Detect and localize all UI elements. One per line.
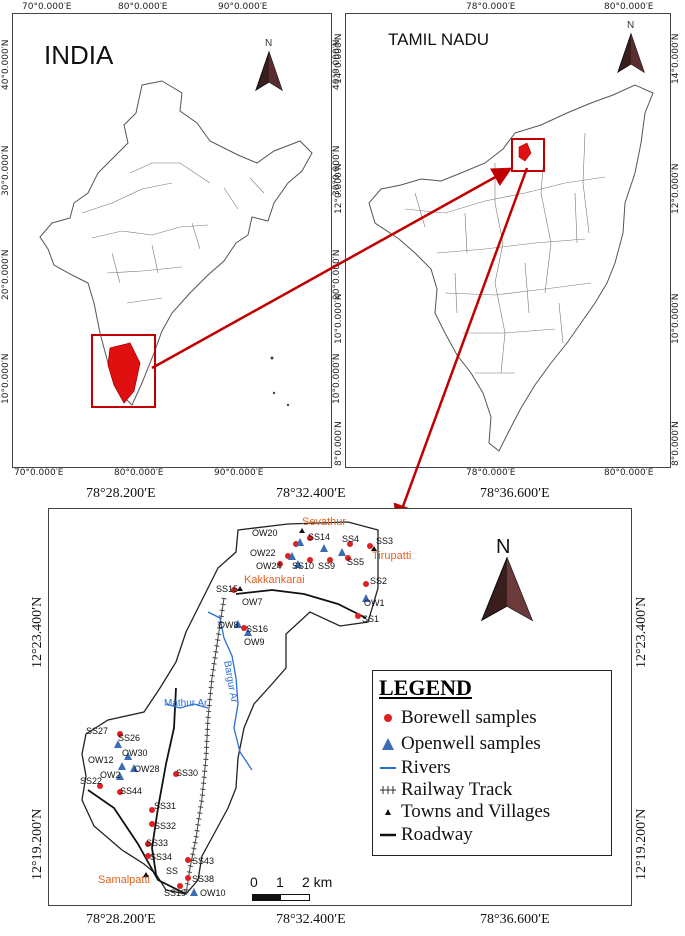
tn-title: TAMIL NADU (388, 30, 490, 49)
study-left-tick-1: 12°23.400′N (30, 596, 45, 668)
sample-label: OW24 (256, 561, 282, 571)
india-bottom-tick-3: 90°0.000′E (214, 468, 264, 478)
sample-label: SS3 (376, 536, 394, 546)
tn-outline (368, 84, 654, 452)
sample-label: OW12 (88, 755, 114, 765)
study-right-tick-2: 12°19.200′N (634, 808, 649, 880)
study-north-label: N (496, 536, 511, 558)
study-bottom-tick-2: 78°32.400′E (276, 912, 346, 927)
sample-label: SS33 (146, 838, 169, 848)
borewell-icon (384, 714, 392, 722)
river-label-mathur: Mathur Ar (164, 698, 208, 709)
legend-item-towns: Towns and Villages (379, 801, 550, 823)
legend-item-label: Railway Track (401, 779, 513, 800)
india-north-label: N (265, 38, 273, 49)
railway-icon (380, 786, 396, 794)
legend-item-roadway: Roadway (379, 824, 473, 846)
sample-label: OW7 (242, 597, 263, 607)
sample-label: OW10 (200, 888, 226, 898)
study-area-map (81, 521, 379, 896)
sample-label: SS2 (370, 576, 388, 586)
india-highlight-box (91, 334, 156, 408)
sample-label: OW8 (218, 620, 239, 630)
town-label-kakkankarai: Kakkankarai (244, 574, 305, 586)
india-top-tick-3: 90°0.000′E (218, 2, 268, 12)
legend-box: LEGEND Borewell samples Openwell samples… (372, 670, 612, 856)
legend-item-label: Rivers (401, 757, 451, 778)
sample-label: OW9 (244, 637, 265, 647)
legend-item-label: Roadway (401, 824, 473, 845)
study-right-tick-1: 12°23.400′N (634, 596, 649, 668)
study-top-tick-1: 78°28.200′E (86, 486, 156, 501)
legend-item-label: Openwell samples (401, 733, 541, 754)
sample-label: SS9 (318, 561, 336, 571)
sample-label: SS4 (342, 534, 360, 544)
sample-label: SS (166, 866, 179, 876)
town-icon (385, 809, 391, 815)
study-left-tick-2: 12°19.200′N (30, 808, 45, 880)
india-bottom-tick-1: 70°0.000′E (14, 468, 64, 478)
sample-label: SS5 (347, 557, 365, 567)
india-top-tick-2: 80°0.000′E (118, 2, 168, 12)
legend-item-rivers: Rivers (379, 757, 451, 779)
sample-label: SS15 (216, 584, 239, 594)
legend-item-borewell: Borewell samples (379, 707, 537, 729)
india-bottom-tick-2: 80°0.000′E (114, 468, 164, 478)
legend-item-label: Towns and Villages (401, 801, 551, 822)
sample-label: SS31 (154, 801, 177, 811)
sample-label: OW30 (122, 748, 148, 758)
sample-label: SS30 (176, 768, 199, 778)
sample-label: OW1 (364, 598, 385, 608)
sample-label: SS16 (246, 624, 269, 634)
sample-label: SS1 (362, 614, 380, 624)
sample-label: OW20 (252, 528, 278, 538)
legend-item-label: Borewell samples (401, 707, 537, 728)
tn-north-label: N (627, 20, 635, 31)
sample-label: SS10 (292, 561, 315, 571)
study-top-tick-3: 78°36.600′E (480, 486, 550, 501)
sample-label: SS22 (80, 776, 103, 786)
road-line-icon (380, 833, 396, 837)
tn-highlight-box (511, 138, 545, 172)
sample-label: SS27 (86, 726, 109, 736)
india-title: INDIA (44, 40, 114, 70)
sample-label: SS34 (150, 852, 173, 862)
town-label-tirupatti: Tirupatti (372, 550, 412, 562)
sample-label: SS26 (118, 733, 141, 743)
tn-top-tick-1: 78°0.000′E (466, 2, 516, 12)
study-bottom-tick-1: 78°28.200′E (86, 912, 156, 927)
sample-label: SS14 (308, 532, 331, 542)
legend-title: LEGEND (379, 675, 472, 700)
study-bottom-tick-3: 78°36.600′E (480, 912, 550, 927)
study-north-arrow-icon (480, 556, 534, 622)
sample-label: OW28 (134, 764, 160, 774)
legend-item-openwell: Openwell samples (379, 733, 541, 755)
india-top-tick-1: 70°0.000′E (22, 2, 72, 12)
india-north-arrow-icon (255, 50, 283, 92)
tn-top-tick-2: 80°0.000′E (604, 2, 654, 12)
scale-label-1: 1 (276, 874, 284, 890)
openwell-icon (382, 738, 394, 750)
town-label-samalpatti: Samalpatti (98, 874, 150, 886)
scale-label-0: 0 (250, 874, 258, 890)
sample-label: SS44 (120, 786, 143, 796)
sample-label: SS43 (192, 856, 215, 866)
sample-label: OW22 (250, 548, 276, 558)
study-top-tick-2: 78°32.400′E (276, 486, 346, 501)
scale-label-2: 2 km (302, 874, 333, 890)
sample-label: SS38 (192, 874, 215, 884)
sample-label: SS32 (154, 821, 177, 831)
tn-bottom-tick-2: 80°0.000′E (604, 468, 654, 478)
legend-item-railway: Railway Track (379, 779, 512, 801)
sample-label: SS19 (164, 888, 187, 898)
town-label-sevathur: Sevathur (302, 516, 347, 528)
sample-label: OW2 (100, 770, 121, 780)
tn-north-arrow-icon (617, 32, 645, 74)
scale-bar (252, 894, 310, 901)
tn-bottom-tick-1: 78°0.000′E (466, 468, 516, 478)
india-outline (39, 80, 313, 407)
river-line-icon (380, 767, 396, 769)
